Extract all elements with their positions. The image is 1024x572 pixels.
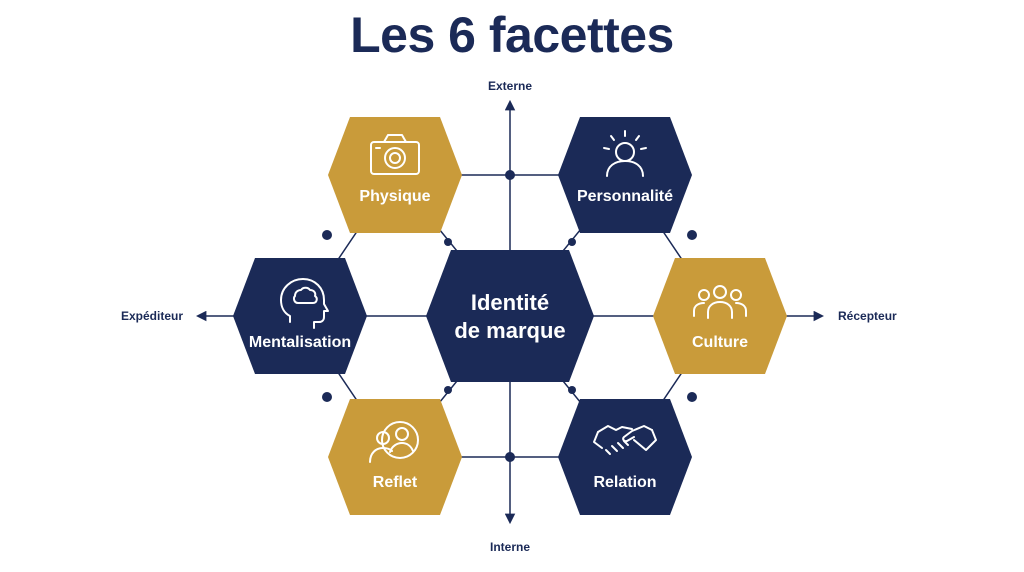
person-idea-icon <box>603 130 647 177</box>
page-title: Les 6 facettes <box>350 7 674 63</box>
center-label-line2: de marque <box>454 318 565 343</box>
group-icon <box>693 285 747 319</box>
axis-label-recepteur: Récepteur <box>838 309 897 323</box>
facet-label-reflet: Reflet <box>373 474 418 491</box>
head-brain-icon <box>280 278 329 329</box>
axis-label-interne: Interne <box>490 540 530 554</box>
facet-label-culture: Culture <box>692 334 748 351</box>
handshake-icon <box>593 425 657 455</box>
facet-personnalite: Personnalité <box>558 117 692 233</box>
facet-label-relation: Relation <box>593 474 656 491</box>
facet-reflet: Reflet <box>328 399 462 515</box>
facet-label-personnalite: Personnalité <box>577 188 673 205</box>
camera-icon <box>370 134 420 175</box>
axis-label-externe: Externe <box>488 79 532 93</box>
facet-label-mentalisation: Mentalisation <box>249 334 351 351</box>
connector-dots <box>322 170 697 462</box>
facet-physique: Physique <box>328 117 462 233</box>
facet-mentalisation: Mentalisation <box>233 258 367 374</box>
axis-label-expediteur: Expéditeur <box>121 309 183 323</box>
center-hexagon: Identité de marque <box>426 250 594 382</box>
center-label-line1: Identité <box>471 290 549 315</box>
mirror-person-icon <box>369 421 419 463</box>
facet-culture: Culture <box>653 258 787 374</box>
facet-relation: Relation <box>558 399 692 515</box>
facet-label-physique: Physique <box>359 188 430 205</box>
